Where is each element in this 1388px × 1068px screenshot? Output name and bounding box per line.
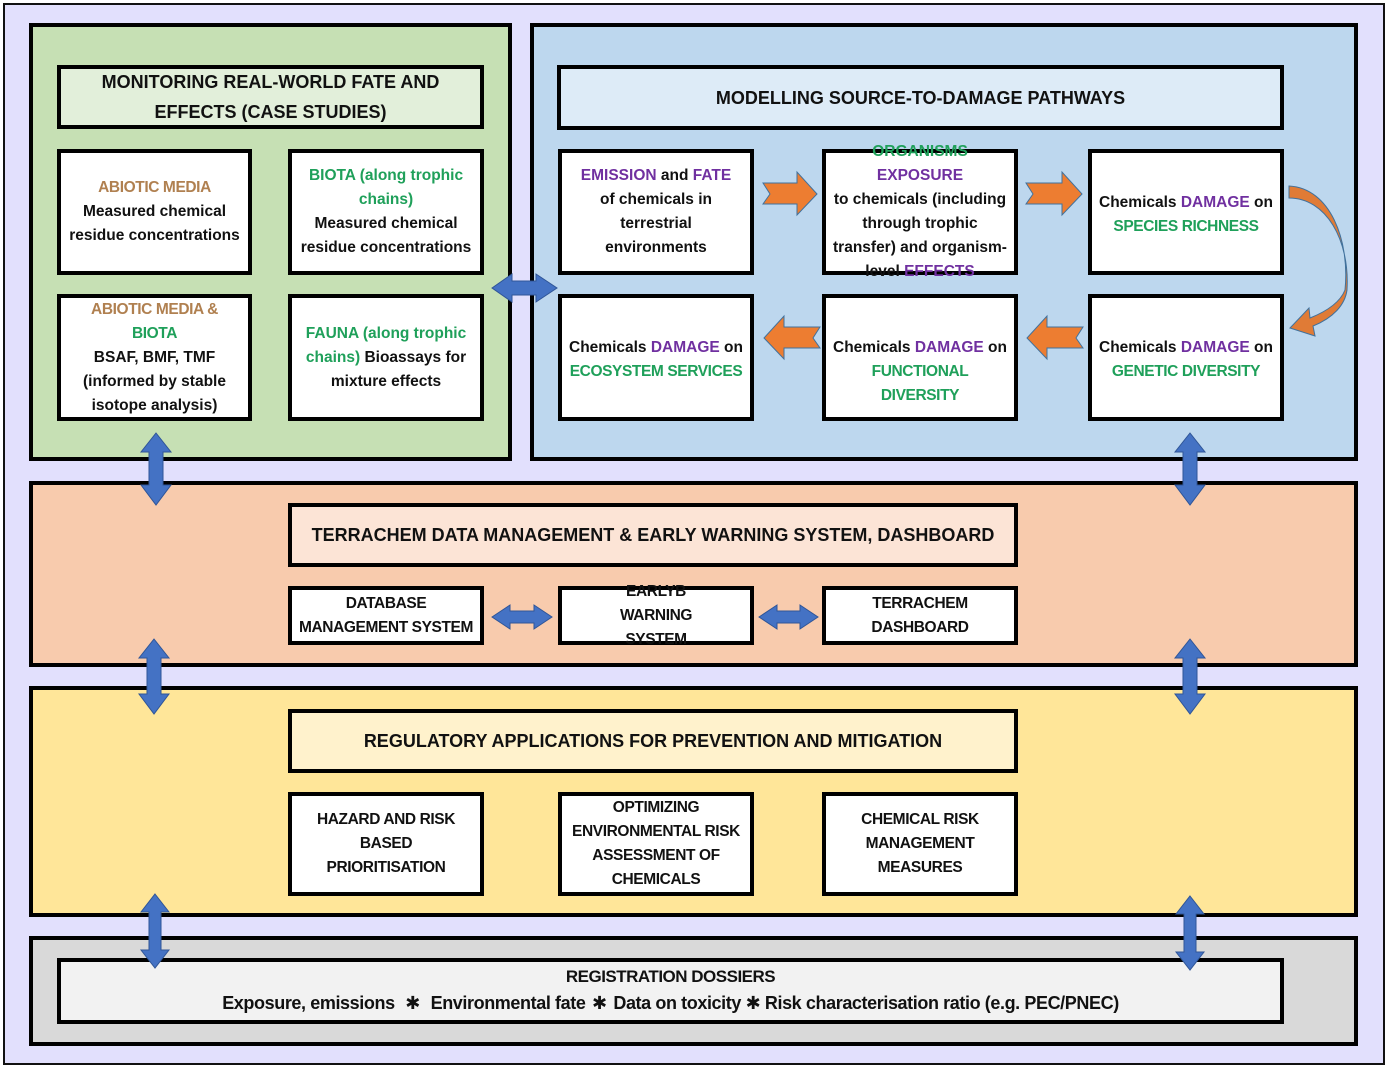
damage-prefix: Chemicals xyxy=(569,339,651,356)
joiner: & xyxy=(203,300,218,318)
species-richness-label: SPECIES RICHNESS xyxy=(1113,218,1259,235)
damage-suffix: on xyxy=(1249,194,1273,211)
double-arrow-icon xyxy=(1173,432,1207,506)
right-arrow-icon xyxy=(1025,170,1083,217)
hazard-prioritisation-label: HAZARD AND RISK BASED PRIORITISATION xyxy=(316,811,456,876)
registration-box: REGISTRATION DOSSIERS Exposure, emission… xyxy=(57,958,1284,1024)
damage-suffix: on xyxy=(983,339,1007,356)
double-arrow-icon xyxy=(139,893,171,969)
fauna-box: FAUNA (along trophic chains) Bioassays f… xyxy=(288,294,484,421)
double-arrow-icon xyxy=(491,273,558,303)
ecosystem-services-box: Chemicals DAMAGE on ECOSYSTEM SERVICES xyxy=(558,294,754,421)
terrachem-dashboard-label: TERRACHEM DASHBOARD xyxy=(871,594,969,636)
abiotic-label: ABIOTIC MEDIA xyxy=(91,300,204,318)
functional-diversity-box: Chemicals DAMAGE on FUNCTIONAL DIVERSITY xyxy=(822,294,1018,421)
and-text: and xyxy=(656,167,693,184)
exposure-text: to chemicals (including through trophic … xyxy=(833,191,1007,280)
regulatory-title-text: REGULATORY APPLICATIONS FOR PREVENTION A… xyxy=(363,731,943,751)
optimizing-era-box: OPTIMIZING ENVIRONMENTAL RISK ASSESSMENT… xyxy=(558,792,754,896)
left-arrow-icon xyxy=(763,314,821,361)
asterisk-icon: ✱ xyxy=(592,993,607,1013)
early-warning-label: EARLYB WARNING SYSTEM xyxy=(619,582,693,648)
biota-label: BIOTA (along trophic chains) xyxy=(308,167,464,208)
database-management-box: DATABASE MANAGEMENT SYSTEM xyxy=(288,586,484,645)
damage-label: DAMAGE xyxy=(1180,339,1250,356)
damage-label: DAMAGE xyxy=(914,339,984,356)
damage-suffix: on xyxy=(1249,339,1273,356)
emission-fate-box: EMISSION and FATE of chemicals in terres… xyxy=(558,149,754,275)
double-arrow-icon xyxy=(758,604,819,630)
regulatory-title: REGULATORY APPLICATIONS FOR PREVENTION A… xyxy=(288,709,1018,773)
right-arrow-icon xyxy=(762,170,818,217)
damage-prefix: Chemicals xyxy=(1099,339,1181,356)
emission-text: of chemicals in terrestrial environments xyxy=(600,191,712,256)
abiotic-media-label: ABIOTIC MEDIA xyxy=(98,179,211,196)
database-management-label: DATABASE MANAGEMENT SYSTEM xyxy=(298,594,474,636)
registration-items: Exposure, emissions ✱ Environmental fate… xyxy=(61,989,1280,1017)
risk-management-box: CHEMICAL RISK MANAGEMENT MEASURES xyxy=(822,792,1018,896)
data-management-title-text: TERRACHEM DATA MANAGEMENT & EARLY WARNIN… xyxy=(311,525,995,545)
registration-item: Data on toxicity xyxy=(613,993,741,1013)
damage-suffix: on xyxy=(719,339,743,356)
risk-management-label: CHEMICAL RISK MANAGEMENT MEASURES xyxy=(861,811,979,876)
fate-label: FATE xyxy=(692,167,732,184)
hazard-prioritisation-box: HAZARD AND RISK BASED PRIORITISATION xyxy=(288,792,484,896)
modelling-title-text: MODELLING SOURCE-TO-DAMAGE PATHWAYS xyxy=(715,87,1126,108)
genetic-diversity-label: GENETIC DIVERSITY xyxy=(1111,363,1261,380)
abiotic-media-text: Measured chemical residue concentrations xyxy=(69,203,240,244)
terrachem-dashboard-box: TERRACHEM DASHBOARD xyxy=(822,586,1018,645)
damage-prefix: Chemicals xyxy=(1099,194,1181,211)
abiotic-biota-label: ABIOTIC MEDIA & BIOTA xyxy=(67,298,242,346)
double-arrow-icon xyxy=(1173,638,1207,715)
double-arrow-icon xyxy=(137,638,171,715)
curved-arrow-icon xyxy=(1288,185,1348,337)
biota-label-b: BIOTA xyxy=(131,324,178,342)
registration-item: Risk characterisation ratio (e.g. PEC/PN… xyxy=(764,993,1119,1013)
ecosystem-services-label: ECOSYSTEM SERVICES xyxy=(569,363,743,380)
double-arrow-icon xyxy=(1174,895,1206,971)
registration-item: Exposure, emissions xyxy=(222,993,395,1013)
exposure-box: ORGANISMS EXPOSURE to chemicals (includi… xyxy=(822,143,1018,280)
asterisk-icon: ✱ xyxy=(745,993,761,1013)
damage-label: DAMAGE xyxy=(1180,194,1250,211)
functional-diversity-label: FUNCTIONAL DIVERSITY xyxy=(871,363,969,404)
double-arrow-icon xyxy=(491,604,553,630)
left-arrow-icon xyxy=(1026,314,1084,361)
abiotic-biota-box: ABIOTIC MEDIA & BIOTA BSAF, BMF, TMF (in… xyxy=(57,294,252,421)
monitoring-title: MONITORING REAL-WORLD FATE AND EFFECTS (… xyxy=(57,65,484,129)
asterisk-icon: ✱ xyxy=(405,993,420,1013)
organisms-label: ORGANISMS xyxy=(872,143,968,160)
registration-title: REGISTRATION DOSSIERS xyxy=(565,967,776,986)
data-management-title: TERRACHEM DATA MANAGEMENT & EARLY WARNIN… xyxy=(288,503,1018,567)
damage-prefix: Chemicals xyxy=(833,339,915,356)
damage-label: DAMAGE xyxy=(650,339,720,356)
fauna-label: FAUNA (along trophic chains) xyxy=(305,324,467,366)
emission-label: EMISSION xyxy=(580,167,657,184)
species-richness-box: Chemicals DAMAGE on SPECIES RICHNESS xyxy=(1088,149,1284,275)
fauna-text: Bioassays for mixture effects xyxy=(330,348,467,390)
biota-box: BIOTA (along trophic chains) Measured ch… xyxy=(288,149,484,275)
abiotic-media-box: ABIOTIC MEDIA Measured chemical residue … xyxy=(57,149,252,275)
early-warning-box: EARLYB WARNING SYSTEM xyxy=(558,583,754,648)
registration-item: Environmental fate xyxy=(430,993,586,1013)
double-arrow-icon xyxy=(139,432,173,506)
monitoring-title-text: MONITORING REAL-WORLD FATE AND EFFECTS (… xyxy=(101,72,440,122)
abiotic-biota-text: BSAF, BMF, TMF (informed by stable isoto… xyxy=(83,348,226,414)
effects-label: EFFECTS xyxy=(904,263,975,280)
biota-text: Measured chemical residue concentrations xyxy=(300,215,472,256)
exposure-label: EXPOSURE xyxy=(876,167,964,184)
genetic-diversity-box: Chemicals DAMAGE on GENETIC DIVERSITY xyxy=(1088,294,1284,421)
modelling-title: MODELLING SOURCE-TO-DAMAGE PATHWAYS xyxy=(557,65,1284,130)
optimizing-era-label: OPTIMIZING ENVIRONMENTAL RISK ASSESSMENT… xyxy=(572,799,740,888)
